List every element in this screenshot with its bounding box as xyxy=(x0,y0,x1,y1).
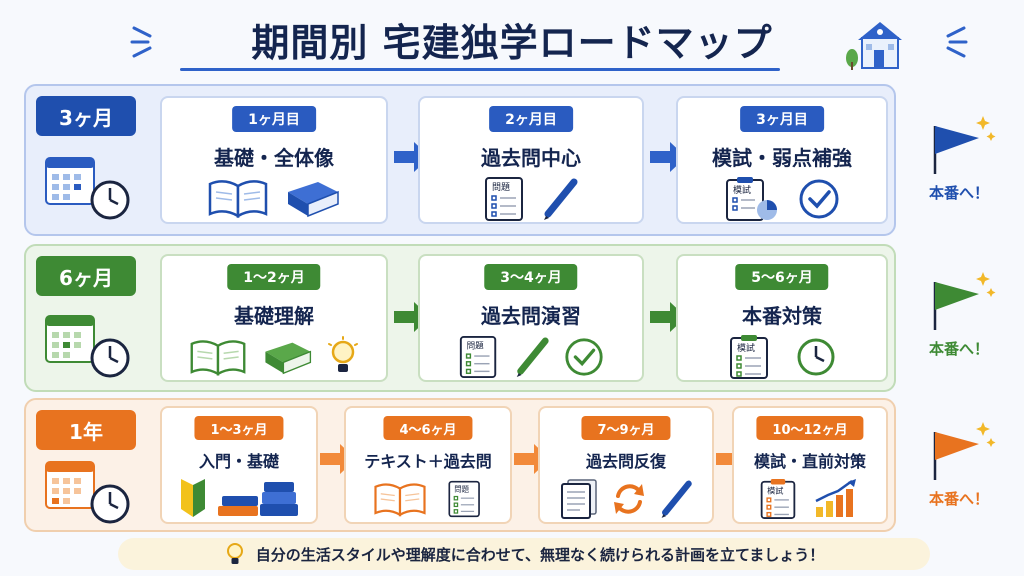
goal-flag-icon xyxy=(933,272,996,330)
pen-icon xyxy=(661,480,692,518)
step-period: 5〜6ヶ月 xyxy=(735,264,829,290)
step-title: 基礎・全体像 xyxy=(214,146,334,170)
mock-exam-clipboard-icon: 模試 xyxy=(760,479,796,519)
check-circle-icon xyxy=(565,338,603,376)
goal-label: 本番へ！ xyxy=(928,490,989,508)
step-period: 3ヶ月目 xyxy=(740,106,824,132)
plan-badge: 3ヶ月 xyxy=(36,96,136,136)
question-sheet-icon: 問題 xyxy=(448,480,480,518)
sparkle-left-icon xyxy=(130,26,152,58)
step-title: 過去問演習 xyxy=(481,304,581,328)
step-card: 7〜9ヶ月 過去問反復 xyxy=(538,406,714,524)
footer-tip: 自分の生活スタイルや理解度に合わせて、無理なく続けられる計画を立てましょう！ xyxy=(118,538,930,570)
plan-6-months: 6ヶ月 1〜2ヶ月 基礎理解 3〜4ヶ月 過去問演習 問題 5〜6ヶ月 本番対策… xyxy=(24,244,896,392)
book-stack-icon xyxy=(218,482,298,516)
page-title: 期間別 宅建独学ロードマップ xyxy=(251,20,773,65)
goal-label: 本番へ！ xyxy=(928,340,989,358)
title-underline xyxy=(180,68,780,71)
step-card: 10〜12ヶ月 模試・直前対策 模試 xyxy=(732,406,888,524)
goal-label: 本番へ！ xyxy=(928,184,989,202)
footer-text: 自分の生活スタイルや理解度に合わせて、無理なく続けられる計画を立てましょう！ xyxy=(255,545,825,564)
step-period: 2ヶ月目 xyxy=(489,106,573,132)
step-card: 3ヶ月目 模試・弱点補強 模試 xyxy=(676,96,888,224)
lightbulb-icon xyxy=(226,543,243,564)
step-card: 1ヶ月目 基礎・全体像 xyxy=(160,96,388,224)
plan-3-months: 3ヶ月 1ヶ月目 基礎・全体像 2ヶ月目 過去問中心 問題 3ヶ月目 模試・弱点… xyxy=(24,84,896,236)
closed-book-icon xyxy=(288,182,339,218)
step-title: 過去問反復 xyxy=(585,452,666,471)
house-icon xyxy=(846,22,902,70)
pen-icon xyxy=(516,337,549,377)
step-title: 模試・直前対策 xyxy=(753,452,866,471)
plan-badge: 1年 xyxy=(36,410,136,450)
question-sheet-icon: 問題 xyxy=(459,335,497,379)
cycle-arrows-icon xyxy=(614,484,644,514)
check-circle-icon xyxy=(799,179,839,219)
closed-book-icon xyxy=(265,342,312,375)
step-title: 基礎理解 xyxy=(234,304,314,328)
goal-flag-icon xyxy=(933,422,996,480)
step-period: 1〜2ヶ月 xyxy=(227,264,321,290)
open-book-icon xyxy=(190,340,246,376)
step-period: 3〜4ヶ月 xyxy=(484,264,578,290)
goal-1-year: 本番へ！ xyxy=(904,418,1014,509)
growth-chart-icon xyxy=(815,479,856,517)
sheet-label: 問題 xyxy=(454,485,469,494)
header: 期間別 宅建独学ロードマップ xyxy=(0,6,1024,72)
step-card: 1〜3ヶ月 入門・基礎 xyxy=(160,406,318,524)
open-book-icon xyxy=(208,180,268,218)
step-card: 5〜6ヶ月 本番対策 模試 xyxy=(676,254,888,382)
step-title: 入門・基礎 xyxy=(198,452,279,471)
step-period: 7〜9ヶ月 xyxy=(581,416,671,440)
step-period: 4〜6ヶ月 xyxy=(383,416,473,440)
goal-3-months: 本番へ！ xyxy=(904,112,1014,203)
lightbulb-icon xyxy=(328,336,358,372)
sheet-label: 問題 xyxy=(492,182,510,193)
sheet-label: 模試 xyxy=(733,184,751,196)
question-sheet-icon: 問題 xyxy=(485,177,523,221)
sheet-label: 模試 xyxy=(737,342,755,354)
open-book-icon xyxy=(374,483,426,517)
sparkle-right-icon xyxy=(946,26,968,58)
step-title: 過去問中心 xyxy=(481,146,581,170)
step-title: 模試・弱点補強 xyxy=(712,146,852,170)
step-card: 4〜6ヶ月 テキスト＋過去問 問題 xyxy=(344,406,512,524)
clock-icon xyxy=(797,338,835,376)
calendar-clock-icon xyxy=(45,157,130,220)
step-period: 1ヶ月目 xyxy=(232,106,316,132)
step-title: 本番対策 xyxy=(742,304,822,328)
mock-exam-clipboard-icon: 模試 xyxy=(730,335,768,379)
beginner-mark-icon xyxy=(181,479,205,517)
calendar-clock-icon xyxy=(45,461,130,524)
goal-6-months: 本番へ！ xyxy=(904,268,1014,359)
plan-badge: 6ヶ月 xyxy=(36,256,136,296)
calendar-clock-icon xyxy=(45,315,130,378)
step-period: 10〜12ヶ月 xyxy=(756,416,864,440)
step-period: 1〜3ヶ月 xyxy=(194,416,284,440)
plan-1-year: 1年 1〜3ヶ月 入門・基礎 4〜6ヶ月 テキスト＋過去問 問題 7〜9ヶ月 過… xyxy=(24,398,896,532)
papers-icon xyxy=(561,479,597,519)
step-card: 2ヶ月目 過去問中心 問題 xyxy=(418,96,644,224)
step-title: テキスト＋過去問 xyxy=(364,452,492,471)
sheet-label: 問題 xyxy=(467,340,485,351)
sheet-label: 模試 xyxy=(767,486,783,496)
step-card: 1〜2ヶ月 基礎理解 xyxy=(160,254,388,382)
mock-exam-clipboard-icon: 模試 xyxy=(726,177,777,221)
goal-flag-icon xyxy=(933,116,996,174)
step-card: 3〜4ヶ月 過去問演習 問題 xyxy=(418,254,644,382)
pen-icon xyxy=(544,178,578,220)
